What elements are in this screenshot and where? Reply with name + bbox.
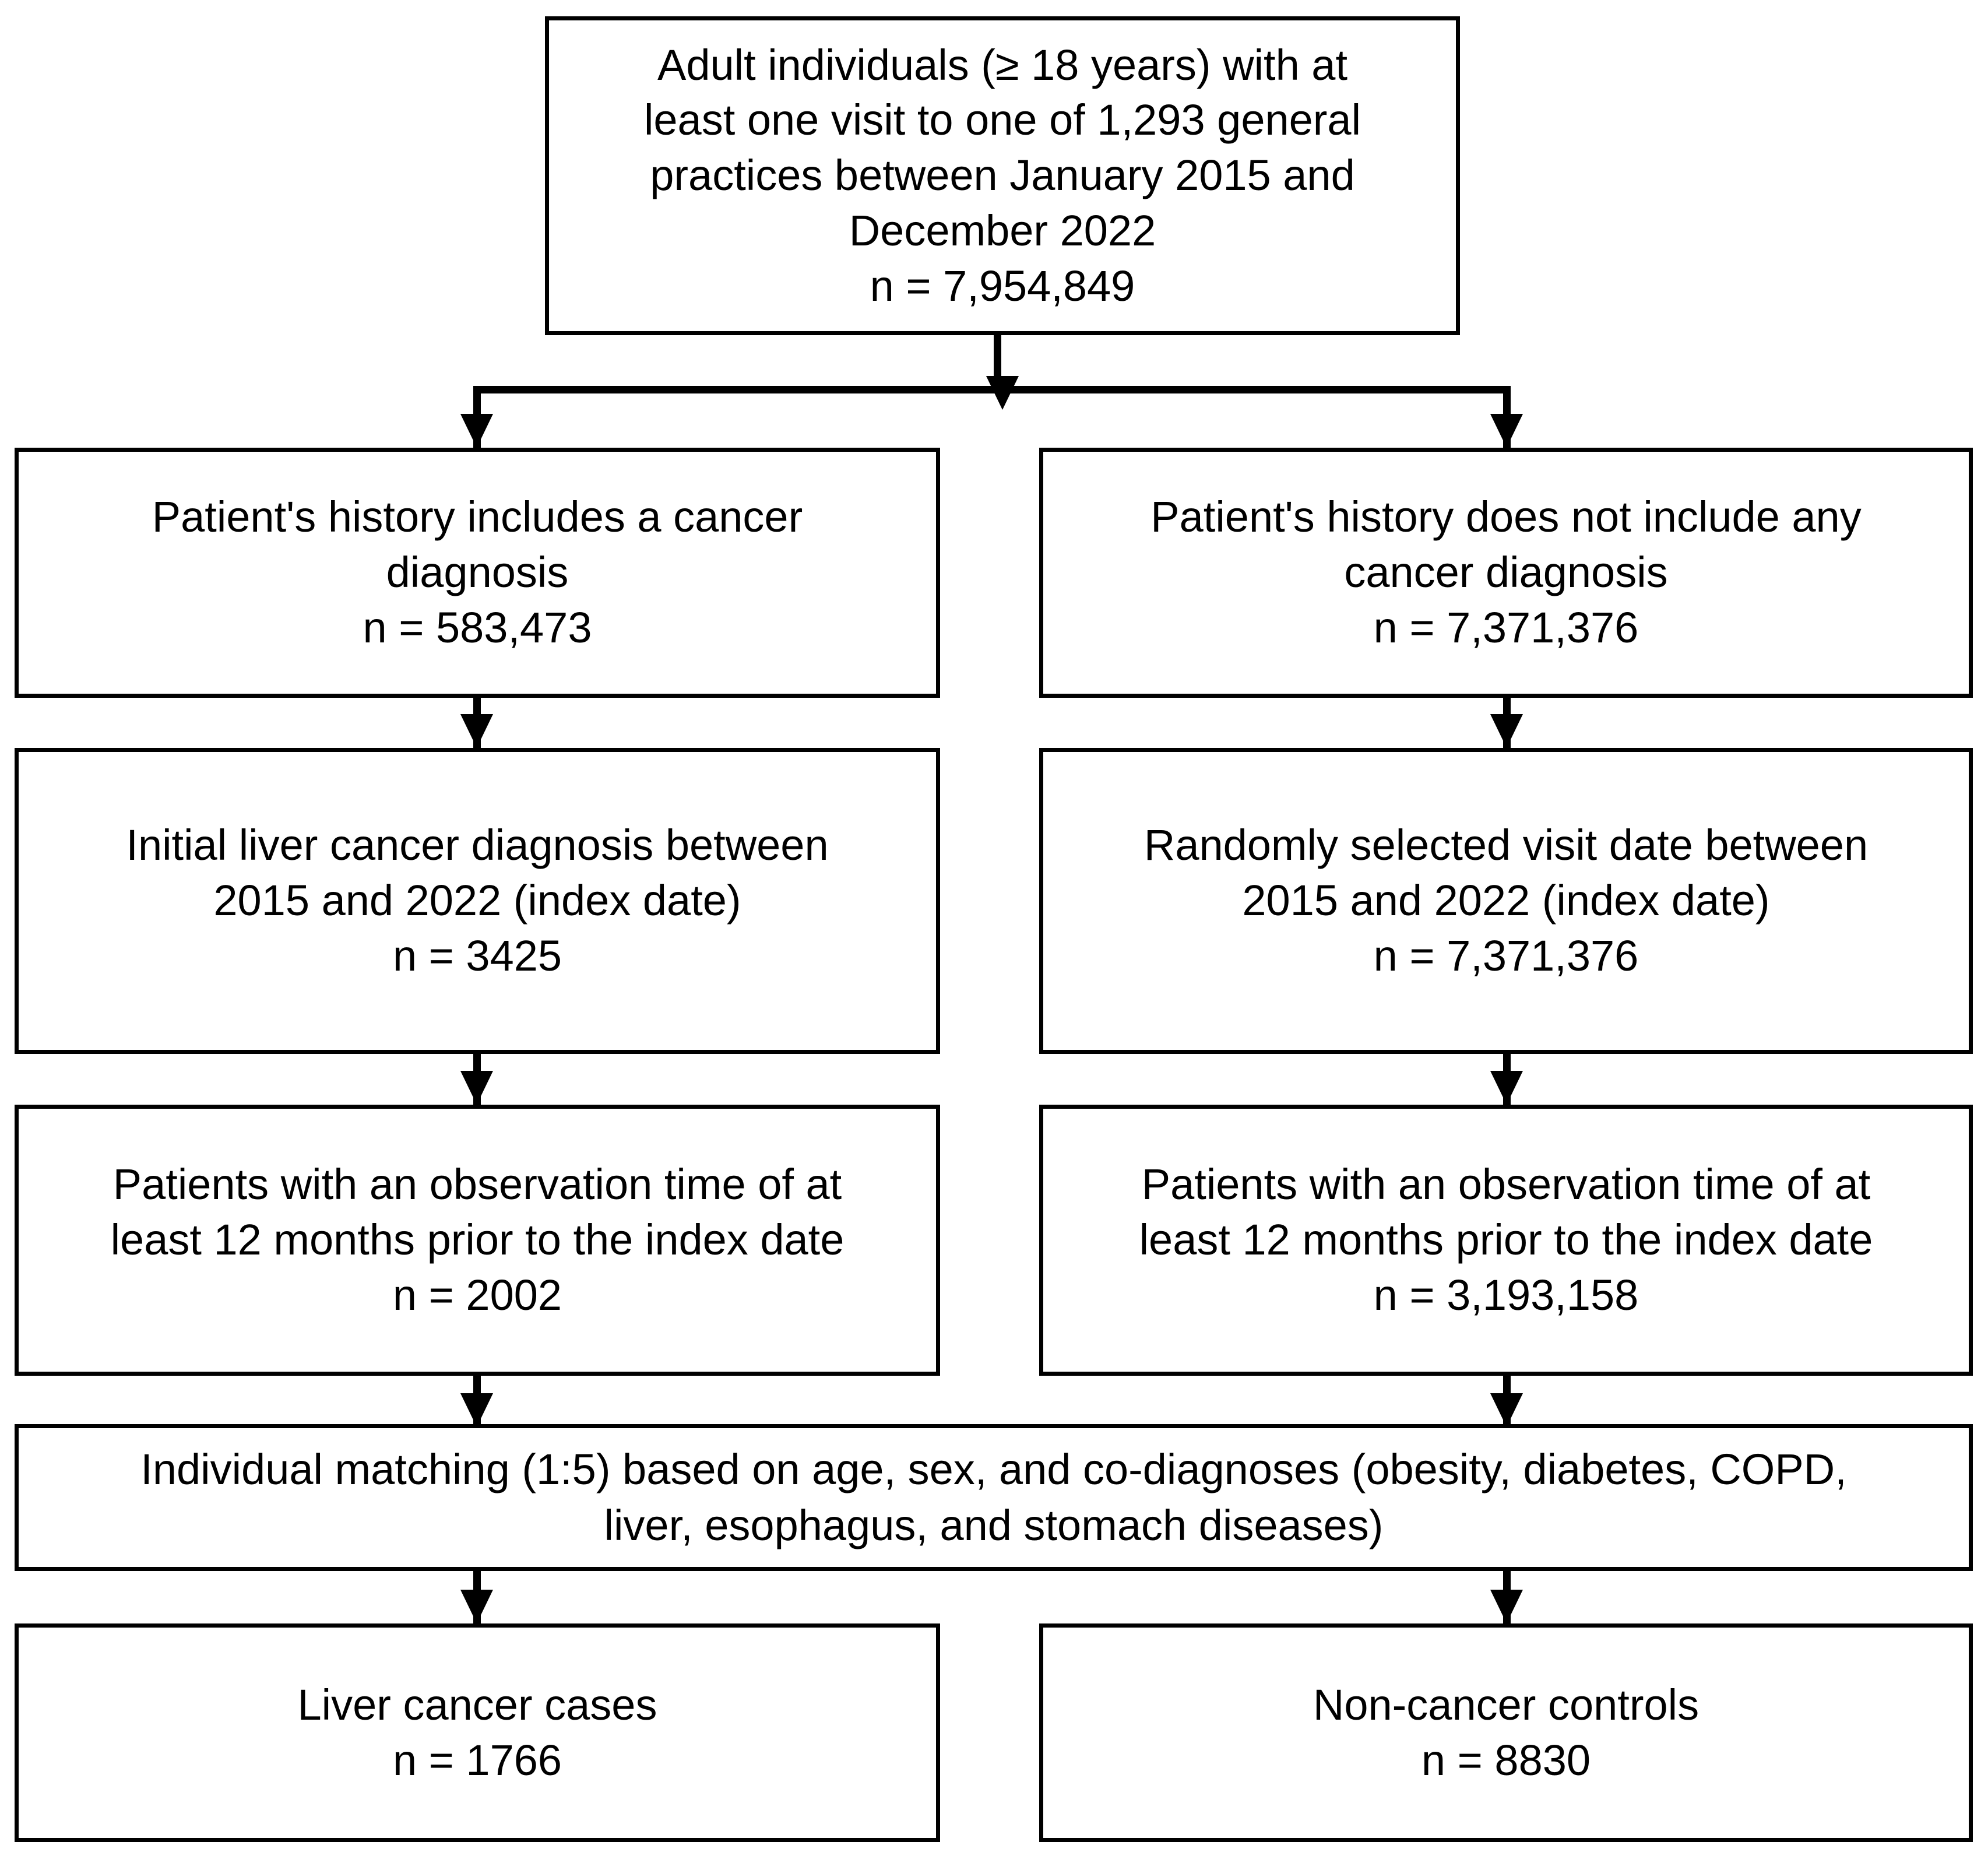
arrowhead-split-to-right xyxy=(1490,414,1523,448)
arrowhead-split-to-left xyxy=(460,414,493,448)
node-observation-controls: Patients with an observation time of at … xyxy=(1039,1105,1973,1376)
arrowhead-yes-to-liver xyxy=(460,714,493,748)
node-matching-text: Individual matching (1:5) based on age, … xyxy=(140,1445,1847,1549)
node-cancer-history-yes: Patient's history includes a cancer diag… xyxy=(15,448,940,698)
arrowhead-obs-cases-to-matching xyxy=(460,1393,493,1427)
node-cases-final: Liver cancer cases n = 1766 xyxy=(15,1623,940,1842)
arrowhead-no-to-random xyxy=(1490,714,1523,748)
node-cases-final-text: Liver cancer cases n = 1766 xyxy=(297,1680,657,1784)
arrowhead-matching-to-controls xyxy=(1490,1590,1523,1623)
node-random-visit-index: Randomly selected visit date between 201… xyxy=(1039,748,1973,1054)
node-observation-controls-text: Patients with an observation time of at … xyxy=(1139,1160,1873,1319)
node-cancer-history-no: Patient's history does not include any c… xyxy=(1039,448,1973,698)
split-bar xyxy=(473,386,1511,393)
node-matching: Individual matching (1:5) based on age, … xyxy=(15,1424,1973,1571)
node-observation-cases-text: Patients with an observation time of at … xyxy=(110,1160,845,1319)
node-cancer-history-no-text: Patient's history does not include any c… xyxy=(1150,493,1862,652)
arrowhead-liver-to-obs-cases xyxy=(460,1071,493,1105)
node-liver-cancer-index: Initial liver cancer diagnosis between 2… xyxy=(15,748,940,1054)
node-source-population-text: Adult individuals (≥ 18 years) with at l… xyxy=(643,40,1361,310)
arrowhead-obs-controls-to-matching xyxy=(1490,1393,1523,1427)
node-random-visit-index-text: Randomly selected visit date between 201… xyxy=(1143,821,1869,980)
node-source-population: Adult individuals (≥ 18 years) with at l… xyxy=(545,16,1460,335)
connector-source-to-split xyxy=(994,335,1001,389)
arrowhead-matching-to-cases xyxy=(460,1590,493,1623)
node-controls-final-text: Non-cancer controls n = 8830 xyxy=(1313,1680,1700,1784)
node-controls-final: Non-cancer controls n = 8830 xyxy=(1039,1623,1973,1842)
node-cancer-history-yes-text: Patient's history includes a cancer diag… xyxy=(152,493,803,652)
arrowhead-random-to-obs-controls xyxy=(1490,1071,1523,1105)
node-observation-cases: Patients with an observation time of at … xyxy=(15,1105,940,1376)
node-liver-cancer-index-text: Initial liver cancer diagnosis between 2… xyxy=(126,821,829,980)
